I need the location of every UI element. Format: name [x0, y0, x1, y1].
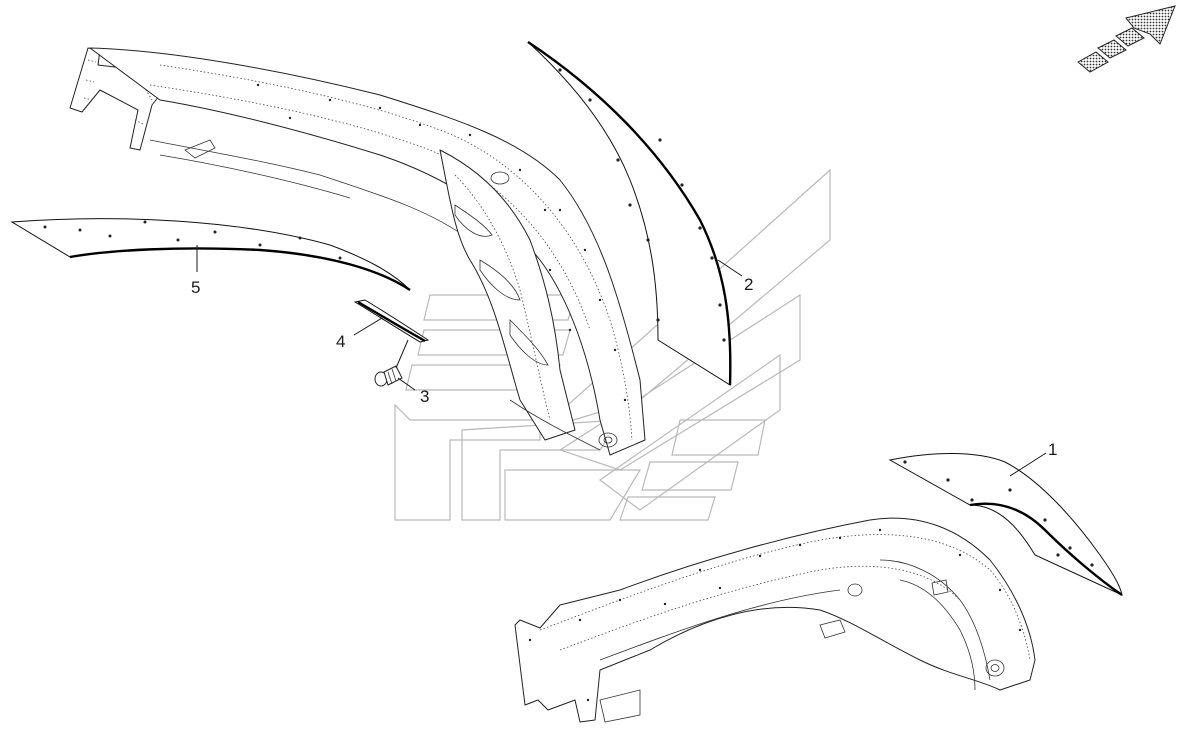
callout-labels: 1 2 3 4 5 [191, 275, 1057, 459]
callout-4: 4 [336, 332, 345, 351]
leader-2 [717, 259, 743, 277]
callout-5: 5 [191, 278, 200, 297]
callout-2: 2 [744, 275, 753, 294]
part-2-flap [527, 41, 732, 386]
part-3-bolt [374, 365, 403, 387]
part-5-strip [10, 218, 411, 291]
direction-arrow-icon [1077, 5, 1176, 73]
leader-4b [395, 339, 409, 369]
leader-3 [397, 377, 416, 391]
leader-lines [196, 245, 1047, 477]
upper-fender-assembly [69, 47, 646, 456]
part-4-strip [353, 299, 430, 343]
callout-1: 1 [1048, 440, 1057, 459]
leader-4 [353, 317, 383, 336]
upper-fender-holes [256, 83, 627, 402]
leader-1 [1009, 452, 1047, 477]
callout-3: 3 [420, 387, 429, 406]
lower-fender-assembly [514, 517, 1036, 723]
lower-fender-holes [528, 528, 1022, 702]
part-1-panel [888, 453, 1123, 596]
